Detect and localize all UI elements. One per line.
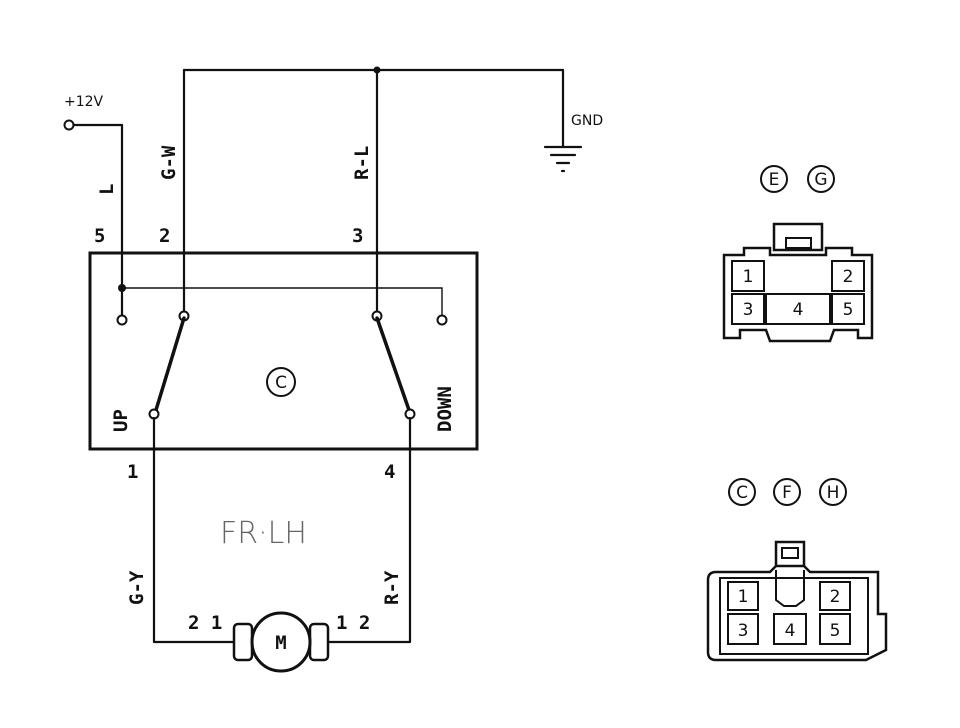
conn-bottom-pin-2: 2 — [830, 587, 841, 607]
wire-label-ry: R-Y — [381, 570, 403, 605]
connector-cfh-ids: C F H — [728, 478, 847, 506]
switch-id-label: C — [275, 373, 287, 393]
pin-1: 1 — [127, 461, 138, 483]
motor-label: M — [275, 632, 286, 654]
conn-top-id-1: G — [814, 170, 827, 190]
contact-down-fixed — [436, 314, 448, 326]
contact-up-fixed — [116, 314, 128, 326]
conn-top-pin-1: 1 — [743, 267, 754, 287]
conn-bottom-id-0: C — [736, 483, 748, 503]
ground-bus — [182, 66, 565, 148]
conn-top-pin-3: 3 — [743, 300, 754, 320]
wire-label-l: L — [96, 184, 118, 195]
supply-wire — [63, 119, 124, 290]
switch-lever-down — [375, 316, 411, 412]
switch-internal-bus — [118, 284, 443, 318]
wire-gy — [152, 416, 239, 644]
wire-ry — [323, 416, 412, 644]
pin-2: 2 — [159, 225, 170, 247]
up-label: UP — [110, 409, 132, 432]
conn-bottom-id-2: H — [827, 483, 840, 503]
connector-eg-ids: E G — [760, 165, 835, 193]
conn-bottom-id-1: F — [782, 483, 792, 503]
supply-terminal — [63, 119, 75, 131]
conn-top-pin-5: 5 — [843, 300, 854, 320]
connector-eg: 1 2 3 4 5 — [722, 222, 874, 343]
conn-bottom-pin-3: 3 — [738, 621, 749, 641]
pin-4: 4 — [384, 461, 395, 483]
switch-box — [88, 251, 479, 451]
conn-top-id-0: E — [769, 170, 780, 190]
supply-label: +12V — [64, 94, 104, 110]
conn-top-pin-2: 2 — [843, 267, 854, 287]
gnd-label: GND — [571, 113, 603, 129]
conn-bottom-pin-4: 4 — [785, 621, 796, 641]
conn-bottom-pin-1: 1 — [738, 587, 749, 607]
down-label: DOWN — [434, 386, 456, 432]
pin-3: 3 — [352, 225, 363, 247]
connector-cfh: 1 2 3 4 5 — [706, 540, 888, 662]
pin-5: 5 — [94, 225, 105, 247]
wire-label-gy: G-Y — [126, 570, 148, 605]
wire-label-gw: G-W — [158, 145, 180, 180]
conn-top-pin-4: 4 — [793, 300, 804, 320]
switch-lever-up — [154, 316, 186, 412]
motor-right-pins: 1 2 — [336, 612, 370, 634]
ground-symbol — [543, 145, 583, 173]
motor-left-pins: 2 1 — [188, 612, 222, 634]
conn-bottom-pin-5: 5 — [830, 621, 841, 641]
caption: FR·LH — [220, 516, 307, 551]
wire-label-rl: R-L — [351, 146, 373, 180]
switch-id-circle — [266, 367, 296, 397]
motor-symbol — [232, 611, 330, 673]
